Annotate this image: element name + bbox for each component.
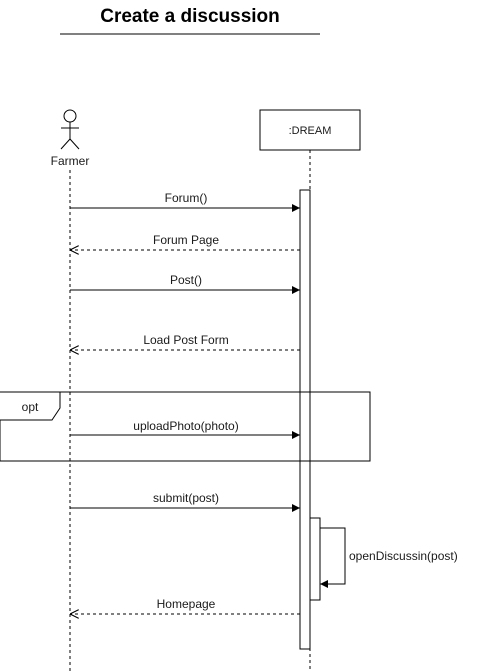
- message-open-discussion: openDiscussin(post): [320, 527, 458, 588]
- system-label: :DREAM: [289, 125, 332, 137]
- message-post: Post(): [70, 273, 300, 294]
- message-label: Forum Page: [153, 233, 219, 247]
- actor-farmer: Farmer: [51, 109, 90, 168]
- message-forum: Forum(): [70, 191, 300, 212]
- message-label: Post(): [170, 273, 202, 287]
- fragment-operator: opt: [22, 400, 39, 414]
- activation-bar-nested: [309, 517, 321, 601]
- message-label: Load Post Form: [143, 333, 228, 347]
- message-submit: submit(post): [70, 491, 300, 512]
- opt-fragment: opt: [0, 391, 371, 462]
- message-upload-photo: uploadPhoto(photo): [70, 419, 300, 439]
- activation-bar-main: [299, 189, 311, 650]
- fragment-frame: [0, 391, 371, 462]
- fragment-tab: [0, 391, 61, 421]
- self-call-arrow: [320, 527, 346, 588]
- message-label: submit(post): [153, 491, 219, 505]
- diagram-title: Create a discussion: [100, 6, 280, 27]
- message-forum-page: Forum Page: [70, 233, 300, 250]
- actor-label: Farmer: [51, 154, 90, 168]
- message-label: openDiscussin(post): [349, 549, 458, 563]
- message-label: uploadPhoto(photo): [133, 419, 238, 433]
- message-homepage: Homepage: [70, 597, 300, 614]
- message-label: Forum(): [165, 191, 208, 205]
- stick-figure-icon: [60, 109, 80, 150]
- message-label: Homepage: [157, 597, 216, 611]
- system-box: [259, 109, 361, 151]
- message-load-post-form: Load Post Form: [70, 333, 300, 350]
- system-dream: :DREAM: [259, 109, 361, 151]
